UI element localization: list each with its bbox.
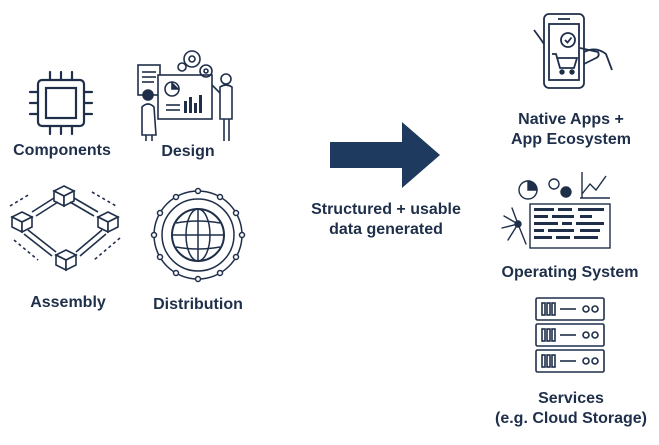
globe-network-icon <box>150 187 246 283</box>
assembly-blocks-icon <box>8 182 126 282</box>
native-apps-line1: Native Apps + <box>518 111 624 128</box>
components-label: Components <box>13 142 111 159</box>
smartphone-cart-icon <box>530 10 616 96</box>
server-rack-icon <box>534 296 606 376</box>
distribution-label: Distribution <box>153 296 243 313</box>
dashboard-analytics-icon <box>500 170 618 256</box>
design-team-icon <box>134 45 242 143</box>
assembly-label: Assembly <box>30 294 106 311</box>
native-apps-label: Native Apps + App Ecosystem <box>496 110 646 150</box>
microchip-icon <box>28 70 94 136</box>
flow-caption: Structured + usable data generated <box>300 200 472 240</box>
operating-system-label: Operating System <box>501 264 639 281</box>
flow-arrow <box>330 122 442 193</box>
services-label: Services (e.g. Cloud Storage) <box>486 389 656 429</box>
native-apps-line2: App Ecosystem <box>510 131 632 148</box>
flow-caption-line1: Structured + usable <box>311 201 461 218</box>
services-line1: Services <box>538 390 604 407</box>
services-line2: (e.g. Cloud Storage) <box>495 410 647 427</box>
flow-caption-line2: data generated <box>329 221 443 238</box>
design-label: Design <box>161 143 215 160</box>
